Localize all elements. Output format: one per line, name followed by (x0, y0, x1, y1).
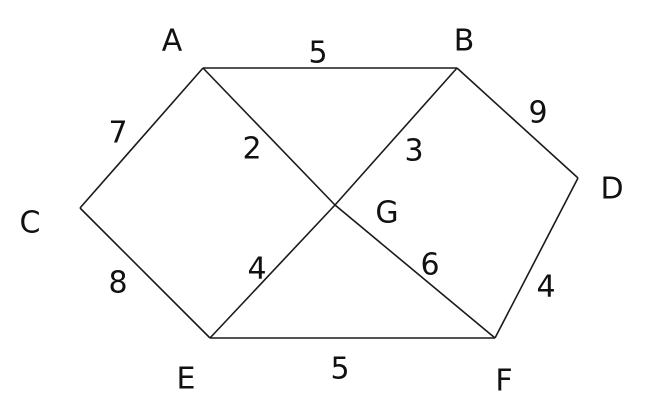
edge-c-e (79, 207, 211, 339)
edge-b-d (456, 67, 579, 179)
edge-b-g (334, 67, 458, 206)
weight-label-b-d: 9 (528, 96, 547, 131)
weight-label-g-f: 6 (420, 248, 439, 283)
edge-a-g (202, 67, 336, 206)
edge-a-c (79, 67, 204, 209)
node-label-c: C (20, 206, 41, 241)
node-label-d: D (600, 172, 623, 207)
node-label-g: G (375, 196, 398, 231)
weight-label-e-g: 4 (247, 252, 266, 287)
node-label-b: B (454, 24, 475, 59)
node-label-f: F (495, 364, 512, 399)
edge-d-f (494, 177, 579, 339)
weight-label-a-b: 5 (308, 36, 327, 71)
edge-g-f (334, 204, 496, 339)
node-label-e: E (177, 362, 196, 397)
edge-e-g (209, 204, 336, 339)
weight-label-d-f: 4 (536, 270, 555, 305)
weight-label-e-f: 5 (330, 352, 349, 387)
node-label-a: A (162, 24, 183, 59)
weight-label-c-e: 8 (108, 266, 127, 301)
weight-label-a-g: 2 (242, 132, 261, 167)
weight-label-b-g: 3 (404, 134, 423, 169)
weight-label-a-c: 7 (108, 116, 127, 151)
